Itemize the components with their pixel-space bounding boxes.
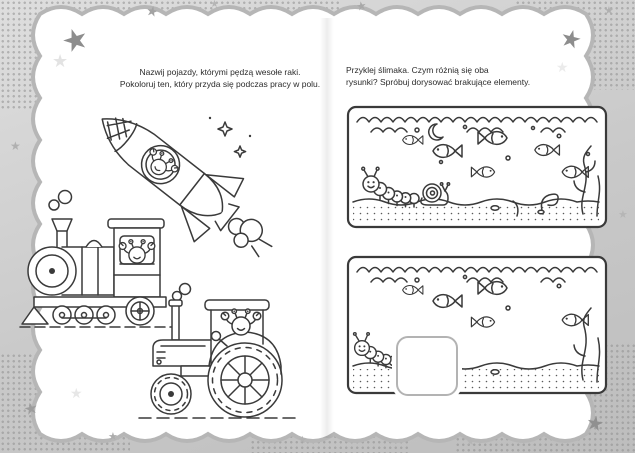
left-page-art — [19, 116, 296, 419]
train-drawing — [19, 189, 173, 328]
bubbles — [414, 124, 591, 165]
star-icon: ★ — [584, 411, 606, 437]
caterpillar-icon — [352, 331, 407, 370]
star-icon: ★ — [354, 0, 368, 14]
sparkle-stars — [208, 116, 252, 158]
star-icon: ★ — [466, 437, 475, 448]
star-icon: ★ — [604, 5, 614, 17]
star-icon: ★ — [10, 139, 21, 153]
star-icon: ★ — [298, 435, 307, 446]
crab-icon — [220, 308, 262, 336]
tractor-drawing — [138, 282, 296, 419]
snail-icon — [420, 182, 451, 206]
right-page-instructions: Przyklej ślimaka. Czym różnią się oba ry… — [346, 64, 596, 88]
star-icon: ★ — [556, 59, 569, 75]
caterpillar-icon — [361, 166, 420, 208]
wave-pattern — [356, 116, 598, 133]
star-icon: ★ — [618, 209, 628, 221]
star-icon: ★ — [52, 51, 69, 71]
instruction-line: Przyklej ślimaka. Czym różnią się oba — [346, 65, 489, 75]
instruction-line: Pokoloruj ten, który przyda się podczas … — [119, 79, 321, 89]
rocket-drawing — [101, 117, 273, 258]
wave-pattern — [356, 266, 598, 283]
crescent-icon — [428, 123, 444, 141]
instruction-line: rysunki? Spróbuj dorysować brakujące ele… — [346, 77, 531, 87]
star-icon: ★ — [210, 0, 219, 10]
star-icon: ★ — [108, 431, 118, 443]
bubbles — [414, 274, 562, 311]
page-fold — [320, 18, 334, 438]
star-icon: ★ — [70, 385, 83, 401]
sticker-placeholder[interactable] — [396, 336, 458, 396]
underwater-scene-2 — [346, 255, 608, 395]
sand — [352, 198, 600, 224]
instruction-line: Nazwij pojazdy, którymi pędzą wesołe rak… — [139, 67, 301, 77]
left-page-instructions: Nazwij pojazdy, którymi pędzą wesołe rak… — [95, 66, 345, 90]
underwater-scene-1 — [346, 105, 608, 229]
